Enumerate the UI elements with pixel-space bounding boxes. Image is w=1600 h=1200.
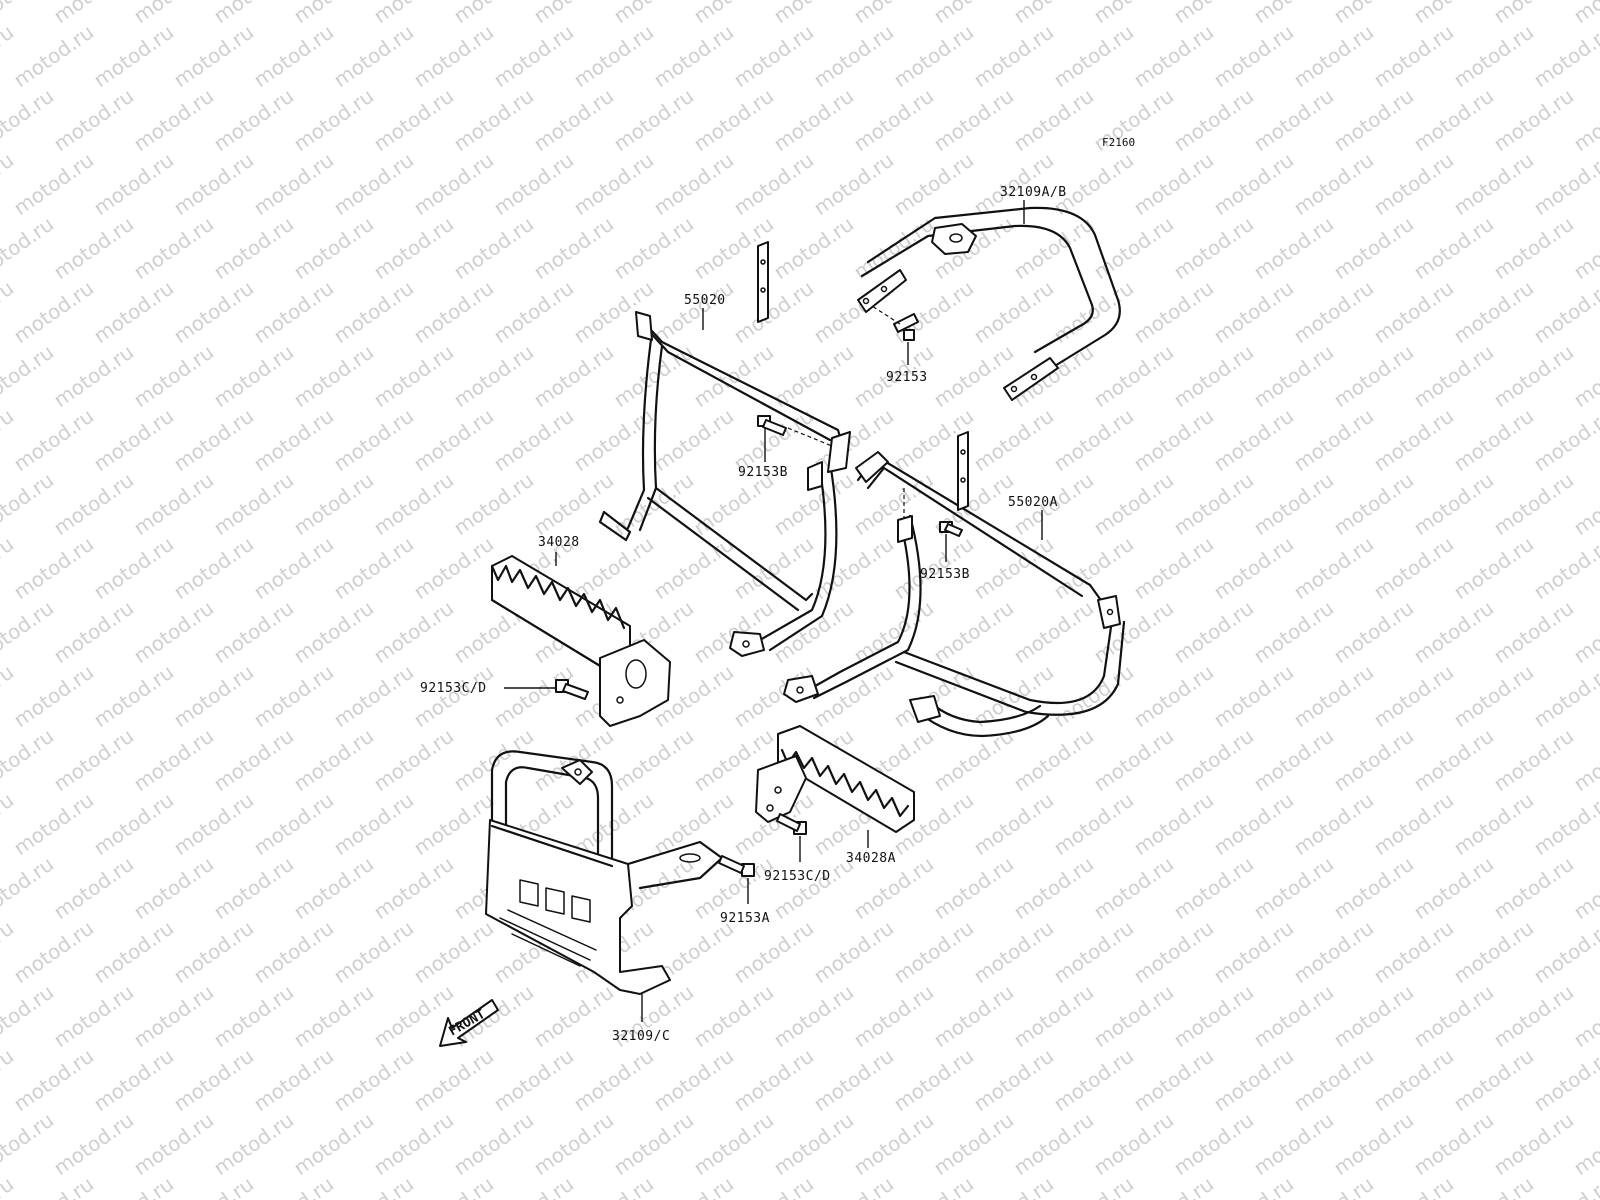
label-32109a-b: 32109A/B bbox=[1000, 185, 1067, 200]
saddlebag-stay-right bbox=[783, 431, 1126, 738]
footpeg-right bbox=[755, 725, 915, 833]
label-92153: 92153 bbox=[886, 370, 928, 385]
label-34028: 34028 bbox=[538, 535, 580, 550]
front-arrow-label: FRONT bbox=[447, 1007, 489, 1040]
front-direction-arrow: FRONT bbox=[439, 999, 499, 1047]
label-92153c-d-right: 92153C/D bbox=[764, 869, 831, 884]
label-55020: 55020 bbox=[684, 293, 726, 308]
label-92153b-right: 92153B bbox=[920, 567, 970, 582]
bolt-92153c-d-right bbox=[776, 813, 807, 835]
figure-code: F2160 bbox=[1102, 136, 1135, 149]
footpeg-left bbox=[490, 555, 671, 727]
label-92153c-d-left: 92153C/D bbox=[420, 681, 487, 696]
label-34028a: 34028A bbox=[846, 851, 896, 866]
label-55020a: 55020A bbox=[1008, 495, 1058, 510]
label-32109-c: 32109/C bbox=[612, 1029, 670, 1044]
label-92153a: 92153A bbox=[720, 911, 770, 926]
saddlebag-stay-left bbox=[598, 241, 851, 657]
front-guard bbox=[485, 750, 724, 995]
bolt-92153 bbox=[871, 305, 919, 341]
bolt-92153c-d-left bbox=[555, 679, 589, 700]
bolt-92153b-right bbox=[939, 521, 963, 537]
label-92153b-left: 92153B bbox=[738, 465, 788, 480]
bolt-92153b-left bbox=[757, 415, 833, 447]
rear-grab-bar bbox=[857, 206, 1121, 401]
bolt-92153a bbox=[718, 855, 755, 877]
